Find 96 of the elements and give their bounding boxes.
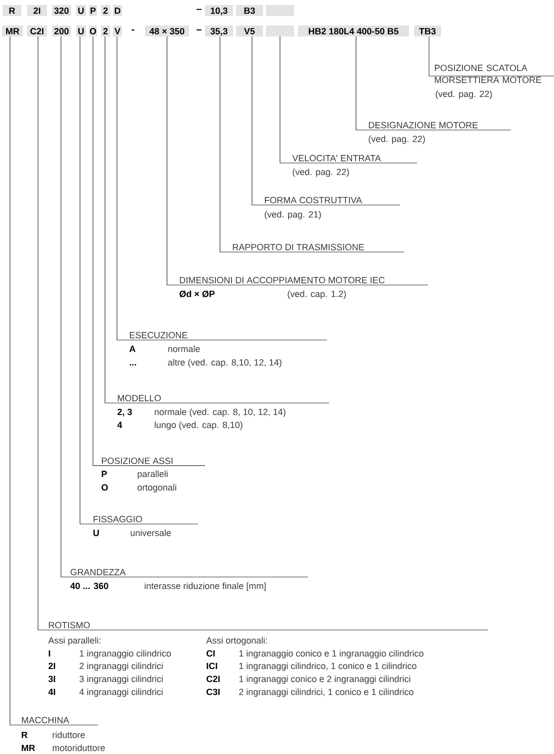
description-text: Assi ortogonali: bbox=[206, 636, 267, 646]
code-text: P bbox=[102, 470, 107, 477]
code-box: MR bbox=[2, 26, 23, 36]
code-box: R bbox=[2, 5, 22, 16]
leader-line bbox=[356, 36, 512, 130]
leader-line bbox=[92, 36, 206, 466]
leader-line bbox=[428, 36, 554, 76]
description-text: (ved. cap. 1.2) bbox=[288, 290, 346, 299]
description-text: 2 ingranaggi cilindrici bbox=[80, 662, 163, 671]
code-box: U bbox=[76, 5, 86, 16]
empty-code-box bbox=[266, 5, 294, 16]
heading-text: VELOCITA' ENTRATA bbox=[292, 154, 381, 162]
code-box: V bbox=[113, 26, 122, 36]
heading-text: MODELLO bbox=[118, 394, 161, 402]
description-text: (ved. pag. 22) bbox=[292, 168, 349, 177]
description-text: universale bbox=[130, 529, 171, 536]
heading-text: POSIZIONE ASSI bbox=[102, 458, 172, 464]
code-text: MR bbox=[22, 744, 36, 751]
description-text: 2 ingranaggi cilindrici, 1 conico e 1 cilindrico bbox=[239, 688, 414, 697]
description-text: 3 ingranaggi cilindrici bbox=[80, 675, 163, 684]
code-text: U bbox=[93, 530, 99, 536]
code-text: C3I bbox=[206, 688, 220, 696]
description-text: 1 ingranaggi conico e 2 ingranaggi cilindrici bbox=[239, 675, 410, 684]
leader-line bbox=[280, 36, 418, 164]
code-text: ICI bbox=[206, 662, 218, 670]
separator-dash: - bbox=[132, 29, 134, 31]
code-text: ... bbox=[130, 364, 136, 366]
code-text: 3I bbox=[48, 676, 56, 682]
description-text: normale (ved. cap. 8, 10, 12, 14) bbox=[154, 408, 286, 417]
code-box: 320 bbox=[52, 5, 71, 16]
code-box: 2I bbox=[27, 5, 47, 16]
code-box: 200 bbox=[52, 26, 71, 36]
leader-line bbox=[166, 36, 428, 286]
code-text: 2, 3 bbox=[118, 408, 132, 416]
empty-code-box bbox=[266, 26, 294, 36]
heading-text: RAPPORTO DI TRASMISSIONE bbox=[232, 244, 364, 250]
code-box: 48 × 350 bbox=[145, 26, 189, 36]
code-box: U bbox=[76, 26, 86, 36]
code-text: I bbox=[48, 650, 50, 656]
description-text: (ved. pag. 21) bbox=[264, 210, 321, 220]
heading-text: ESECUZIONE bbox=[130, 332, 188, 338]
code-box: 35,3 bbox=[205, 26, 233, 36]
code-text: Ød × ØP bbox=[180, 290, 215, 298]
description-text: motoriduttore bbox=[52, 744, 105, 752]
leader-line bbox=[252, 36, 400, 206]
leader-line bbox=[220, 36, 404, 252]
leader-line bbox=[38, 36, 488, 630]
code-box: 2 bbox=[101, 26, 110, 36]
separator-dash: – bbox=[196, 8, 202, 10]
heading-text: GRANDEZZA bbox=[70, 568, 126, 576]
description-text: 1 ingranaggi cilindrico, 1 conico e 1 cilindrico bbox=[239, 662, 416, 671]
code-text: R bbox=[22, 732, 28, 738]
description-text: 1 ingranaggio conico e 1 ingranaggio cilindrico bbox=[239, 650, 424, 658]
leader-line bbox=[104, 36, 330, 404]
heading-text: DIMENSIONI DI ACCOPPIAMENTO MOTORE IEC bbox=[180, 276, 385, 284]
code-text: 40 ... 360 bbox=[70, 582, 108, 590]
separator-dash: – bbox=[196, 29, 202, 30]
description-text: lungo (ved. cap. 8,10) bbox=[154, 421, 242, 430]
code-text: 4I bbox=[48, 688, 56, 695]
code-box: B3 bbox=[236, 5, 263, 16]
description-text: interasse riduzione finale [mm] bbox=[144, 582, 266, 591]
description-text: (ved. pag. 22) bbox=[436, 90, 492, 99]
leader-line bbox=[116, 36, 328, 340]
code-box: V5 bbox=[236, 26, 263, 36]
description-text: 4 ingranaggi cilindrici bbox=[79, 688, 163, 697]
code-box: 10,3 bbox=[205, 5, 233, 16]
heading-text: DESIGNAZIONE MOTORE bbox=[368, 122, 478, 128]
heading-text: POSIZIONE SCATOLA MORSETTIERA MOTORE bbox=[434, 64, 542, 84]
code-text: A bbox=[129, 346, 136, 352]
heading-text: MACCHINA bbox=[22, 716, 70, 724]
code-text: C2I bbox=[206, 676, 220, 682]
description-text: (ved. pag. 22) bbox=[368, 135, 425, 144]
description-text: paralleli bbox=[138, 470, 168, 479]
leader-line bbox=[60, 36, 308, 578]
heading-text: FISSAGGIO bbox=[94, 516, 142, 522]
code-box: C2I bbox=[27, 26, 47, 36]
code-text: 4 bbox=[117, 422, 122, 428]
code-text: 2I bbox=[48, 662, 56, 669]
heading-text: FORMA COSTRUTTIVA bbox=[264, 196, 362, 204]
code-text: CI bbox=[206, 650, 215, 657]
description-text: Assi paralleli: bbox=[48, 636, 100, 646]
description-text: normale bbox=[168, 345, 200, 352]
description-text: riduttore bbox=[52, 731, 85, 738]
code-box: P bbox=[89, 5, 97, 16]
code-box: HB2 180L4 400-50 B5 bbox=[298, 26, 409, 36]
code-box: O bbox=[89, 26, 97, 36]
leader-line bbox=[80, 36, 198, 524]
code-box: D bbox=[113, 5, 122, 16]
code-box: TB3 bbox=[414, 26, 441, 36]
description-text: altre (ved. cap. 8,10, 12, 14) bbox=[168, 358, 282, 368]
code-box: 2 bbox=[101, 5, 110, 16]
heading-text: ROTISMO bbox=[48, 622, 90, 628]
code-text: O bbox=[102, 484, 108, 491]
description-text: 1 ingranaggio cilindrico bbox=[80, 650, 171, 658]
description-text: ortogonali bbox=[138, 484, 176, 492]
leader-line bbox=[10, 36, 98, 726]
